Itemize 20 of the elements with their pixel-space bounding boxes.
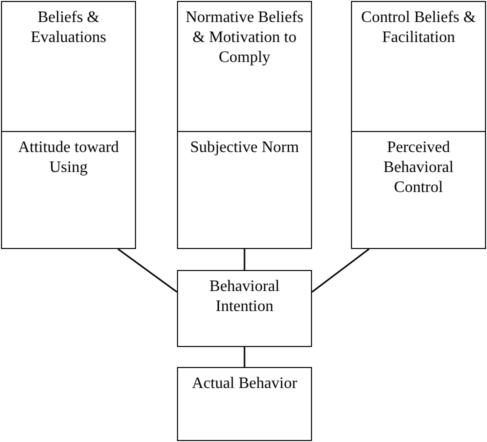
process-box — [351, 131, 486, 249]
connector-line — [118, 248, 178, 293]
process-box — [177, 1, 312, 133]
connector-line — [244, 249, 246, 270]
box-label: Control Beliefs & Facilitation — [360, 8, 477, 48]
box-label: Actual Behavior — [192, 374, 298, 394]
connector-line — [244, 347, 246, 367]
process-box — [1, 1, 136, 133]
box-label: Behavioral Intention — [208, 277, 281, 317]
box-label: Attitude toward Using — [17, 138, 120, 178]
box-label: Subjective Norm — [190, 138, 299, 158]
process-box — [1, 131, 136, 249]
process-box — [351, 1, 486, 133]
process-box — [177, 367, 312, 441]
process-box — [177, 270, 312, 347]
process-box — [177, 131, 312, 249]
connector-line — [312, 248, 370, 293]
box-label: Normative Beliefs & Motivation to Comply — [184, 8, 304, 68]
box-label: Beliefs & Evaluations — [30, 8, 108, 48]
box-label: Perceived Behavioral Control — [382, 138, 455, 198]
